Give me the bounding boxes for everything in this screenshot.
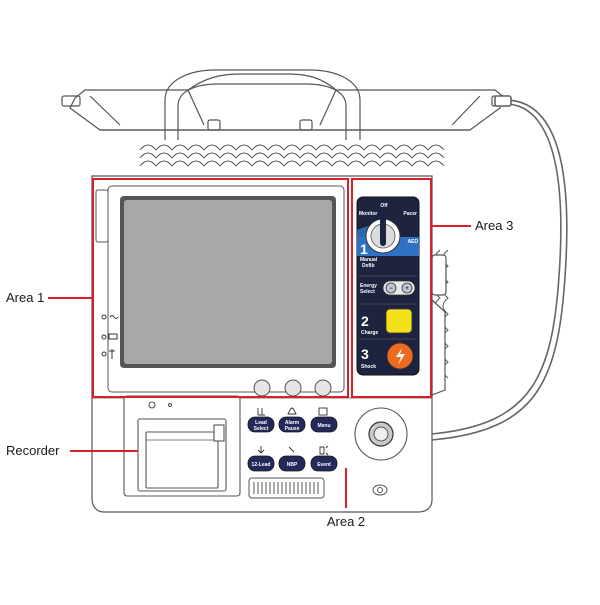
navigation-knob[interactable] <box>354 407 408 461</box>
dial-aed-label: AED <box>407 239 418 245</box>
event-label: Event <box>317 462 331 468</box>
area1-box <box>92 178 349 398</box>
event-button[interactable] <box>310 455 338 472</box>
alarm-pause-label-b: Pause <box>285 426 300 432</box>
therapy-panel: Off Monitor Pacer AED Manual Defib 1 Ene… <box>356 196 420 376</box>
manual-defib-label-b: Defib <box>362 263 375 269</box>
bell-icon <box>287 407 297 415</box>
status-indicators <box>101 314 119 359</box>
nbp-label: NBP <box>287 462 298 468</box>
menu-button[interactable] <box>310 416 338 433</box>
shock-label: Shock <box>361 364 376 370</box>
carrying-handle <box>61 69 511 140</box>
arrow-down-icon <box>257 446 265 454</box>
callout-lines <box>48 225 471 508</box>
monitor <box>95 185 345 397</box>
monitor-screen <box>124 200 332 364</box>
charge-label: Charge <box>361 330 378 336</box>
speaker-icon <box>319 445 329 456</box>
alarm-pause-button[interactable] <box>278 416 306 433</box>
ac-power-led <box>101 314 107 320</box>
nbp-icon <box>288 446 295 453</box>
patient-cable <box>431 95 568 441</box>
speaker-grille <box>248 477 325 499</box>
shock-number: 3 <box>361 346 369 362</box>
lead-select-label-b: Select <box>254 426 269 432</box>
recorder-led <box>148 401 156 409</box>
recorder-label: Recorder <box>6 443 60 458</box>
area3-box <box>351 178 432 398</box>
soft-key-1[interactable] <box>253 379 271 397</box>
charge-button[interactable] <box>385 308 413 334</box>
battery-icon <box>108 333 118 340</box>
energy-label-a: Energy <box>360 283 377 289</box>
menu-icon <box>318 407 328 416</box>
energy-minus-button[interactable] <box>385 282 397 294</box>
soft-keys <box>253 379 332 397</box>
recorder-door-latch[interactable] <box>213 424 225 442</box>
energy-minus-label: − <box>389 286 393 292</box>
twelve-lead-button[interactable] <box>247 455 275 472</box>
soft-key-2[interactable] <box>284 379 302 397</box>
highlight-boxes <box>92 178 432 398</box>
lightning-icon <box>396 348 405 365</box>
area1-label: Area 1 <box>6 290 44 305</box>
mode-dial-pointer <box>380 214 386 246</box>
step1-number: 1 <box>360 241 368 257</box>
wrench-icon <box>109 349 115 359</box>
menu-label: Menu <box>317 423 330 429</box>
dial-pacer-label: Pacer <box>403 211 417 217</box>
front-keypad: Lead Select Alarm Pause Menu 12-Lead NBP… <box>247 407 338 472</box>
battery-led <box>101 334 107 340</box>
charge-number: 2 <box>361 313 369 329</box>
manual-defib-label-a: Manual <box>360 257 378 263</box>
bottom-connector <box>372 484 388 496</box>
recorder-indicator <box>167 402 173 408</box>
energy-plus-button[interactable] <box>401 282 413 294</box>
area3-label: Area 3 <box>475 218 513 233</box>
service-led <box>101 351 107 357</box>
dial-monitor-label: Monitor <box>359 211 377 217</box>
nbp-button[interactable] <box>278 455 306 472</box>
soft-key-3[interactable] <box>314 379 332 397</box>
ac-power-icon <box>109 315 119 319</box>
alarm-pause-label-a: Alarm <box>285 420 300 426</box>
lead-select-icon <box>257 408 265 416</box>
paddle-holder <box>431 254 447 396</box>
energy-label-b: Select <box>360 289 375 295</box>
energy-plus-label: + <box>405 286 409 292</box>
recorder <box>123 395 241 497</box>
twelve-lead-label: 12-Lead <box>252 462 271 468</box>
lead-select-button[interactable] <box>247 416 275 433</box>
dial-off-label: Off <box>380 203 388 209</box>
area2-label: Area 2 <box>327 514 365 529</box>
lead-select-label-a: Lead <box>255 420 267 426</box>
